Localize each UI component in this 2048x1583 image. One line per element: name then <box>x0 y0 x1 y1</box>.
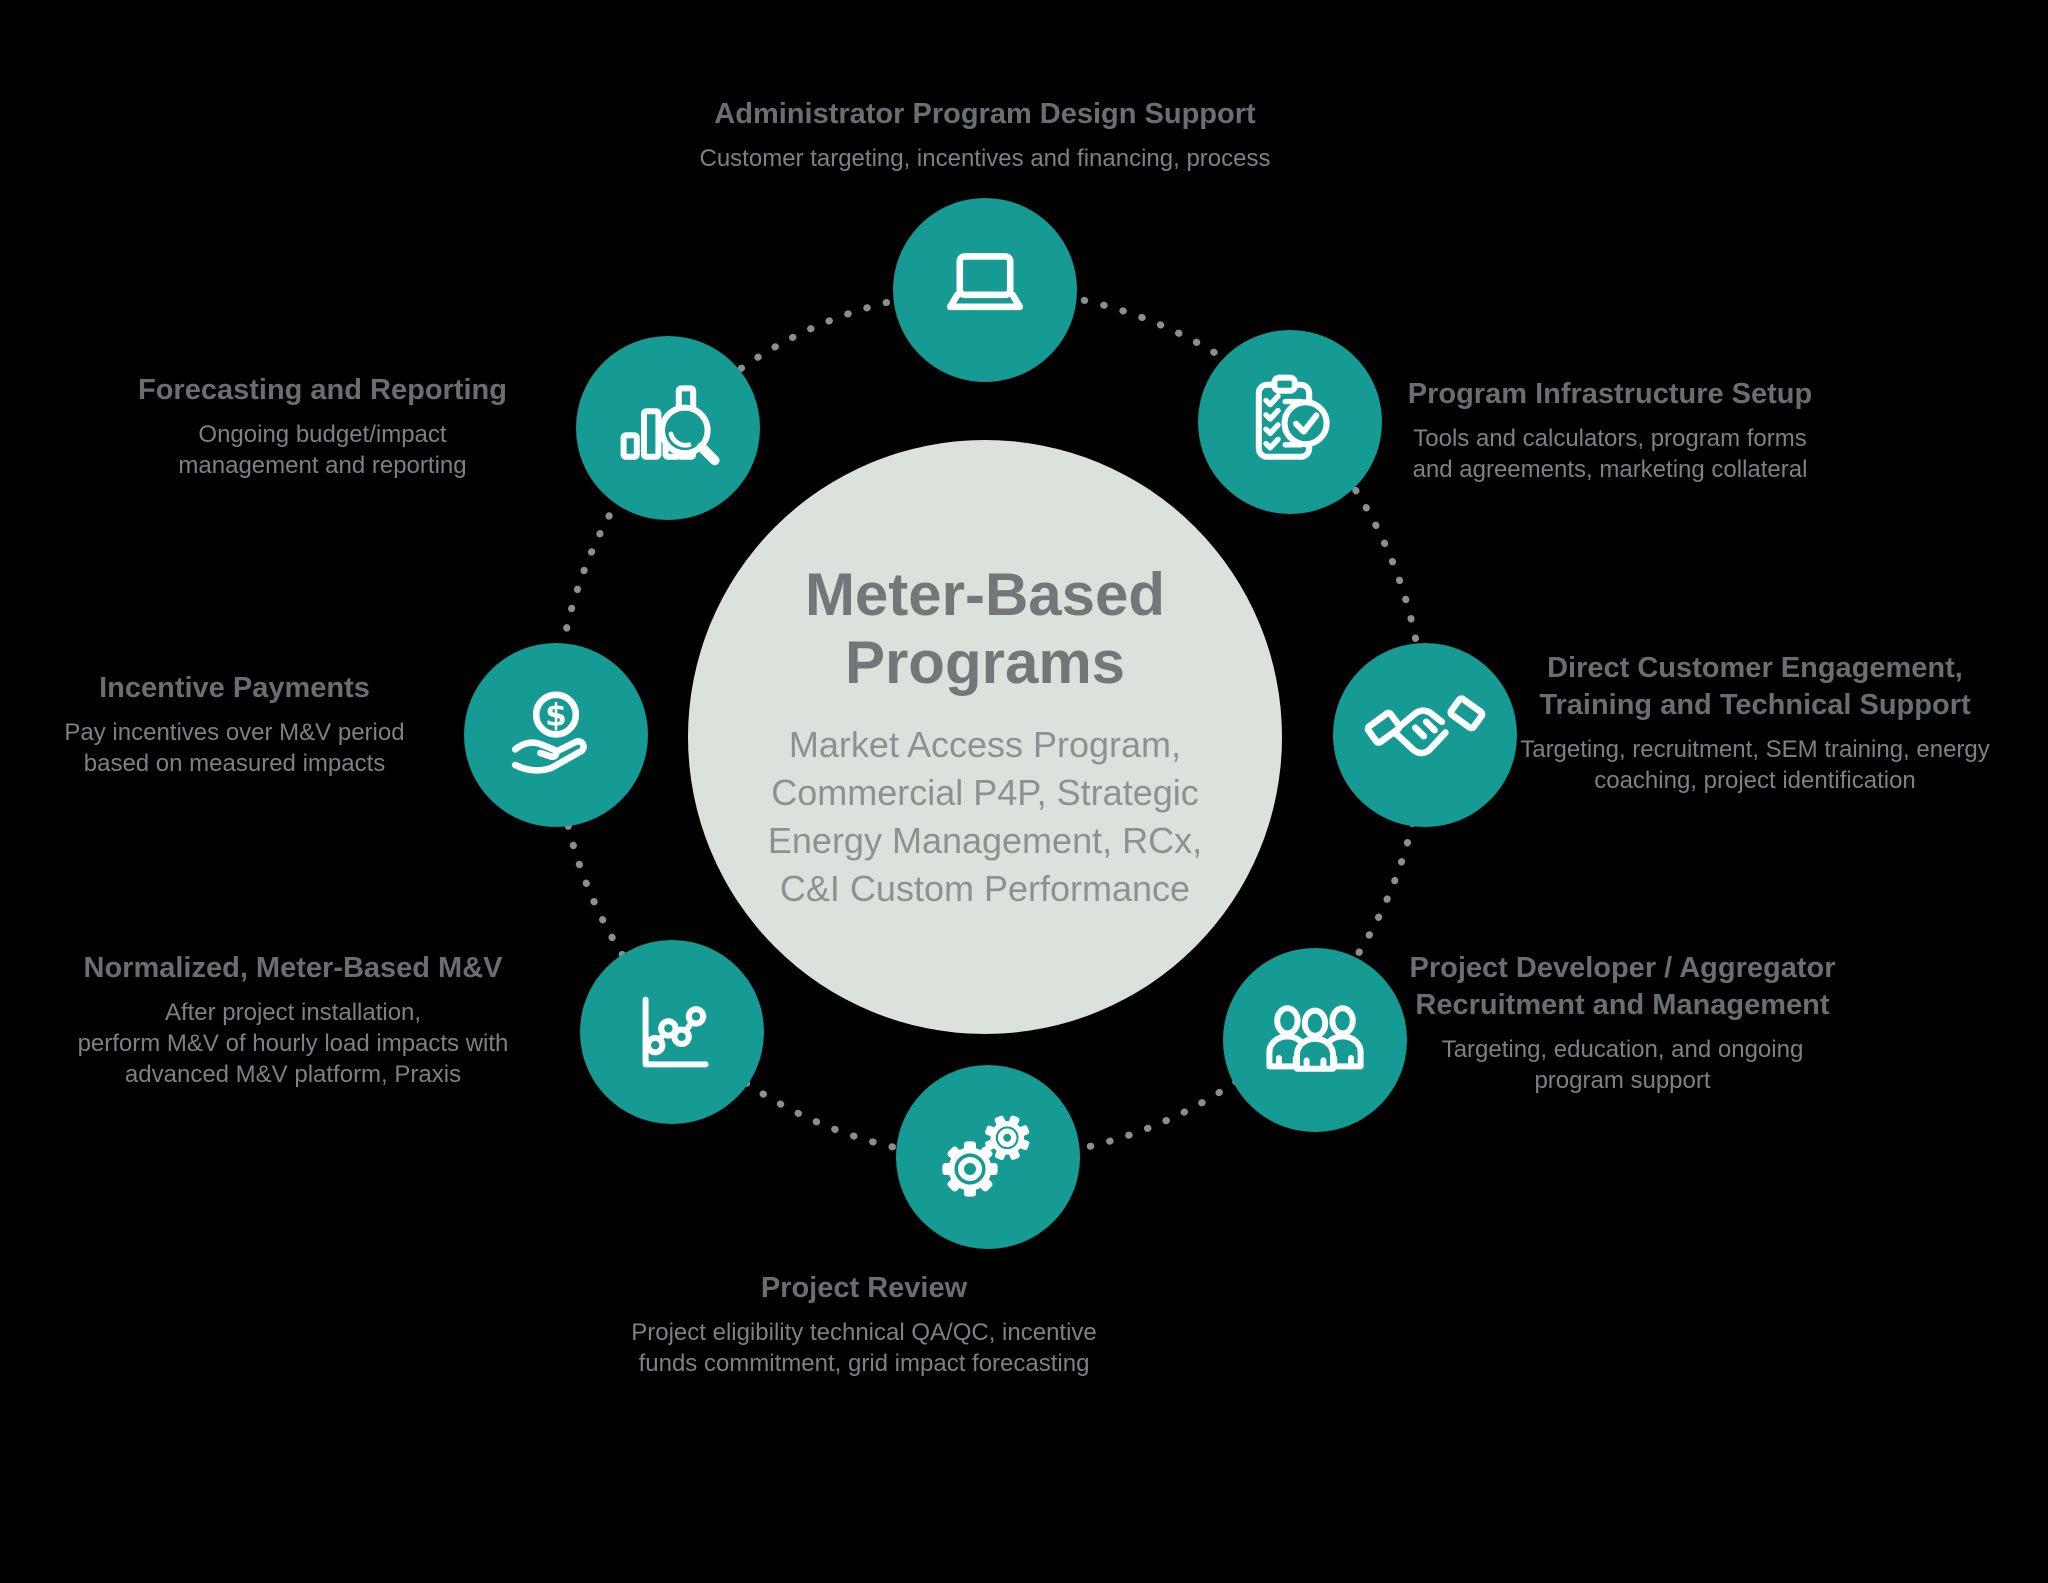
node-label-forecasting-and-reporting: Forecasting and Reporting Ongoing budget… <box>70 372 575 481</box>
node-subtitle: management and reporting <box>178 452 467 479</box>
node-bubble-administrator-program-design-support <box>893 198 1077 382</box>
node-bubble-project-developer-aggregator <box>1223 948 1407 1132</box>
node-label-program-infrastructure-setup: Program Infrastructure Setup Tools and c… <box>1380 376 1840 485</box>
handshake-icon <box>1364 695 1486 757</box>
node-label-project-developer-aggregator: Project Developer / Aggregator Recruitme… <box>1385 950 1860 1096</box>
gears-icon <box>942 1115 1030 1197</box>
node-subtitle: program support <box>1534 1067 1711 1094</box>
node-label-direct-customer-engagement: Direct Customer Engagement, Training and… <box>1505 650 2005 796</box>
node-title: Training and Technical Support <box>1539 689 1971 721</box>
node-subtitle: and agreements, marketing collateral <box>1412 456 1808 483</box>
node-title: Project Developer / Aggregator <box>1409 952 1836 984</box>
node-bubble-normalized-meter-based-mv <box>580 940 764 1124</box>
node-title: Forecasting and Reporting <box>138 374 507 406</box>
svg-text:$: $ <box>545 697 567 733</box>
node-subtitle: Targeting, education, and ongoing <box>1441 1036 1804 1063</box>
people-group-icon <box>1266 1005 1364 1072</box>
node-subtitle: Pay incentives over M&V period <box>64 719 405 746</box>
hand-coin-icon: $ <box>511 691 587 774</box>
center-subtitle: Market Access Program, Commercial P4P, S… <box>767 724 1203 909</box>
center-circle: Meter-Based Programs Market Access Progr… <box>688 440 1282 1034</box>
node-label-administrator-program-design-support: Administrator Program Design Support Cus… <box>485 96 1485 174</box>
node-label-normalized-meter-based-mv: Normalized, Meter-Based M&V After projec… <box>38 950 548 1090</box>
node-subtitle: Project eligibility technical QA/QC, inc… <box>631 1319 1097 1346</box>
node-subtitle: After project installation, <box>164 999 422 1026</box>
center-title: Meter-Based Programs <box>804 561 1166 696</box>
node-title: Project Review <box>760 1272 968 1304</box>
node-bubble-direct-customer-engagement <box>1333 643 1517 827</box>
line-chart-icon <box>642 996 709 1068</box>
node-subtitle: coaching, project identification <box>1594 767 1916 794</box>
node-title: Direct Customer Engagement, <box>1547 652 1963 684</box>
node-subtitle: Ongoing budget/impact <box>198 421 447 448</box>
node-subtitle: advanced M&V platform, Praxis <box>124 1061 462 1088</box>
node-subtitle: based on measured impacts <box>83 750 386 777</box>
node-bubble-forecasting-and-reporting <box>576 336 760 520</box>
node-label-incentive-payments: Incentive Payments Pay incentives over M… <box>2 670 467 779</box>
node-subtitle: Customer targeting, incentives and finan… <box>699 145 1271 172</box>
node-subtitle: Tools and calculators, program forms <box>1413 425 1807 452</box>
node-bubble-incentive-payments: $ <box>464 643 648 827</box>
node-title: Recruitment and Management <box>1415 989 1830 1021</box>
bar-chart-magnifier-icon <box>620 385 720 466</box>
node-bubble-project-review <box>896 1065 1080 1249</box>
clipboard-checklist-icon <box>1255 374 1330 460</box>
node-title: Incentive Payments <box>99 672 370 704</box>
node-subtitle: perform M&V of hourly load impacts with <box>77 1030 509 1057</box>
node-label-project-review: Project Review Project eligibility techn… <box>614 1270 1114 1379</box>
laptop-icon <box>946 253 1024 311</box>
node-title: Normalized, Meter-Based M&V <box>83 952 503 984</box>
node-subtitle: funds commitment, grid impact forecastin… <box>638 1350 1090 1377</box>
node-title: Administrator Program Design Support <box>714 98 1256 130</box>
node-title: Program Infrastructure Setup <box>1407 378 1813 410</box>
node-subtitle: Targeting, recruitment, SEM training, en… <box>1520 736 1990 763</box>
node-bubble-program-infrastructure-setup <box>1198 330 1382 514</box>
